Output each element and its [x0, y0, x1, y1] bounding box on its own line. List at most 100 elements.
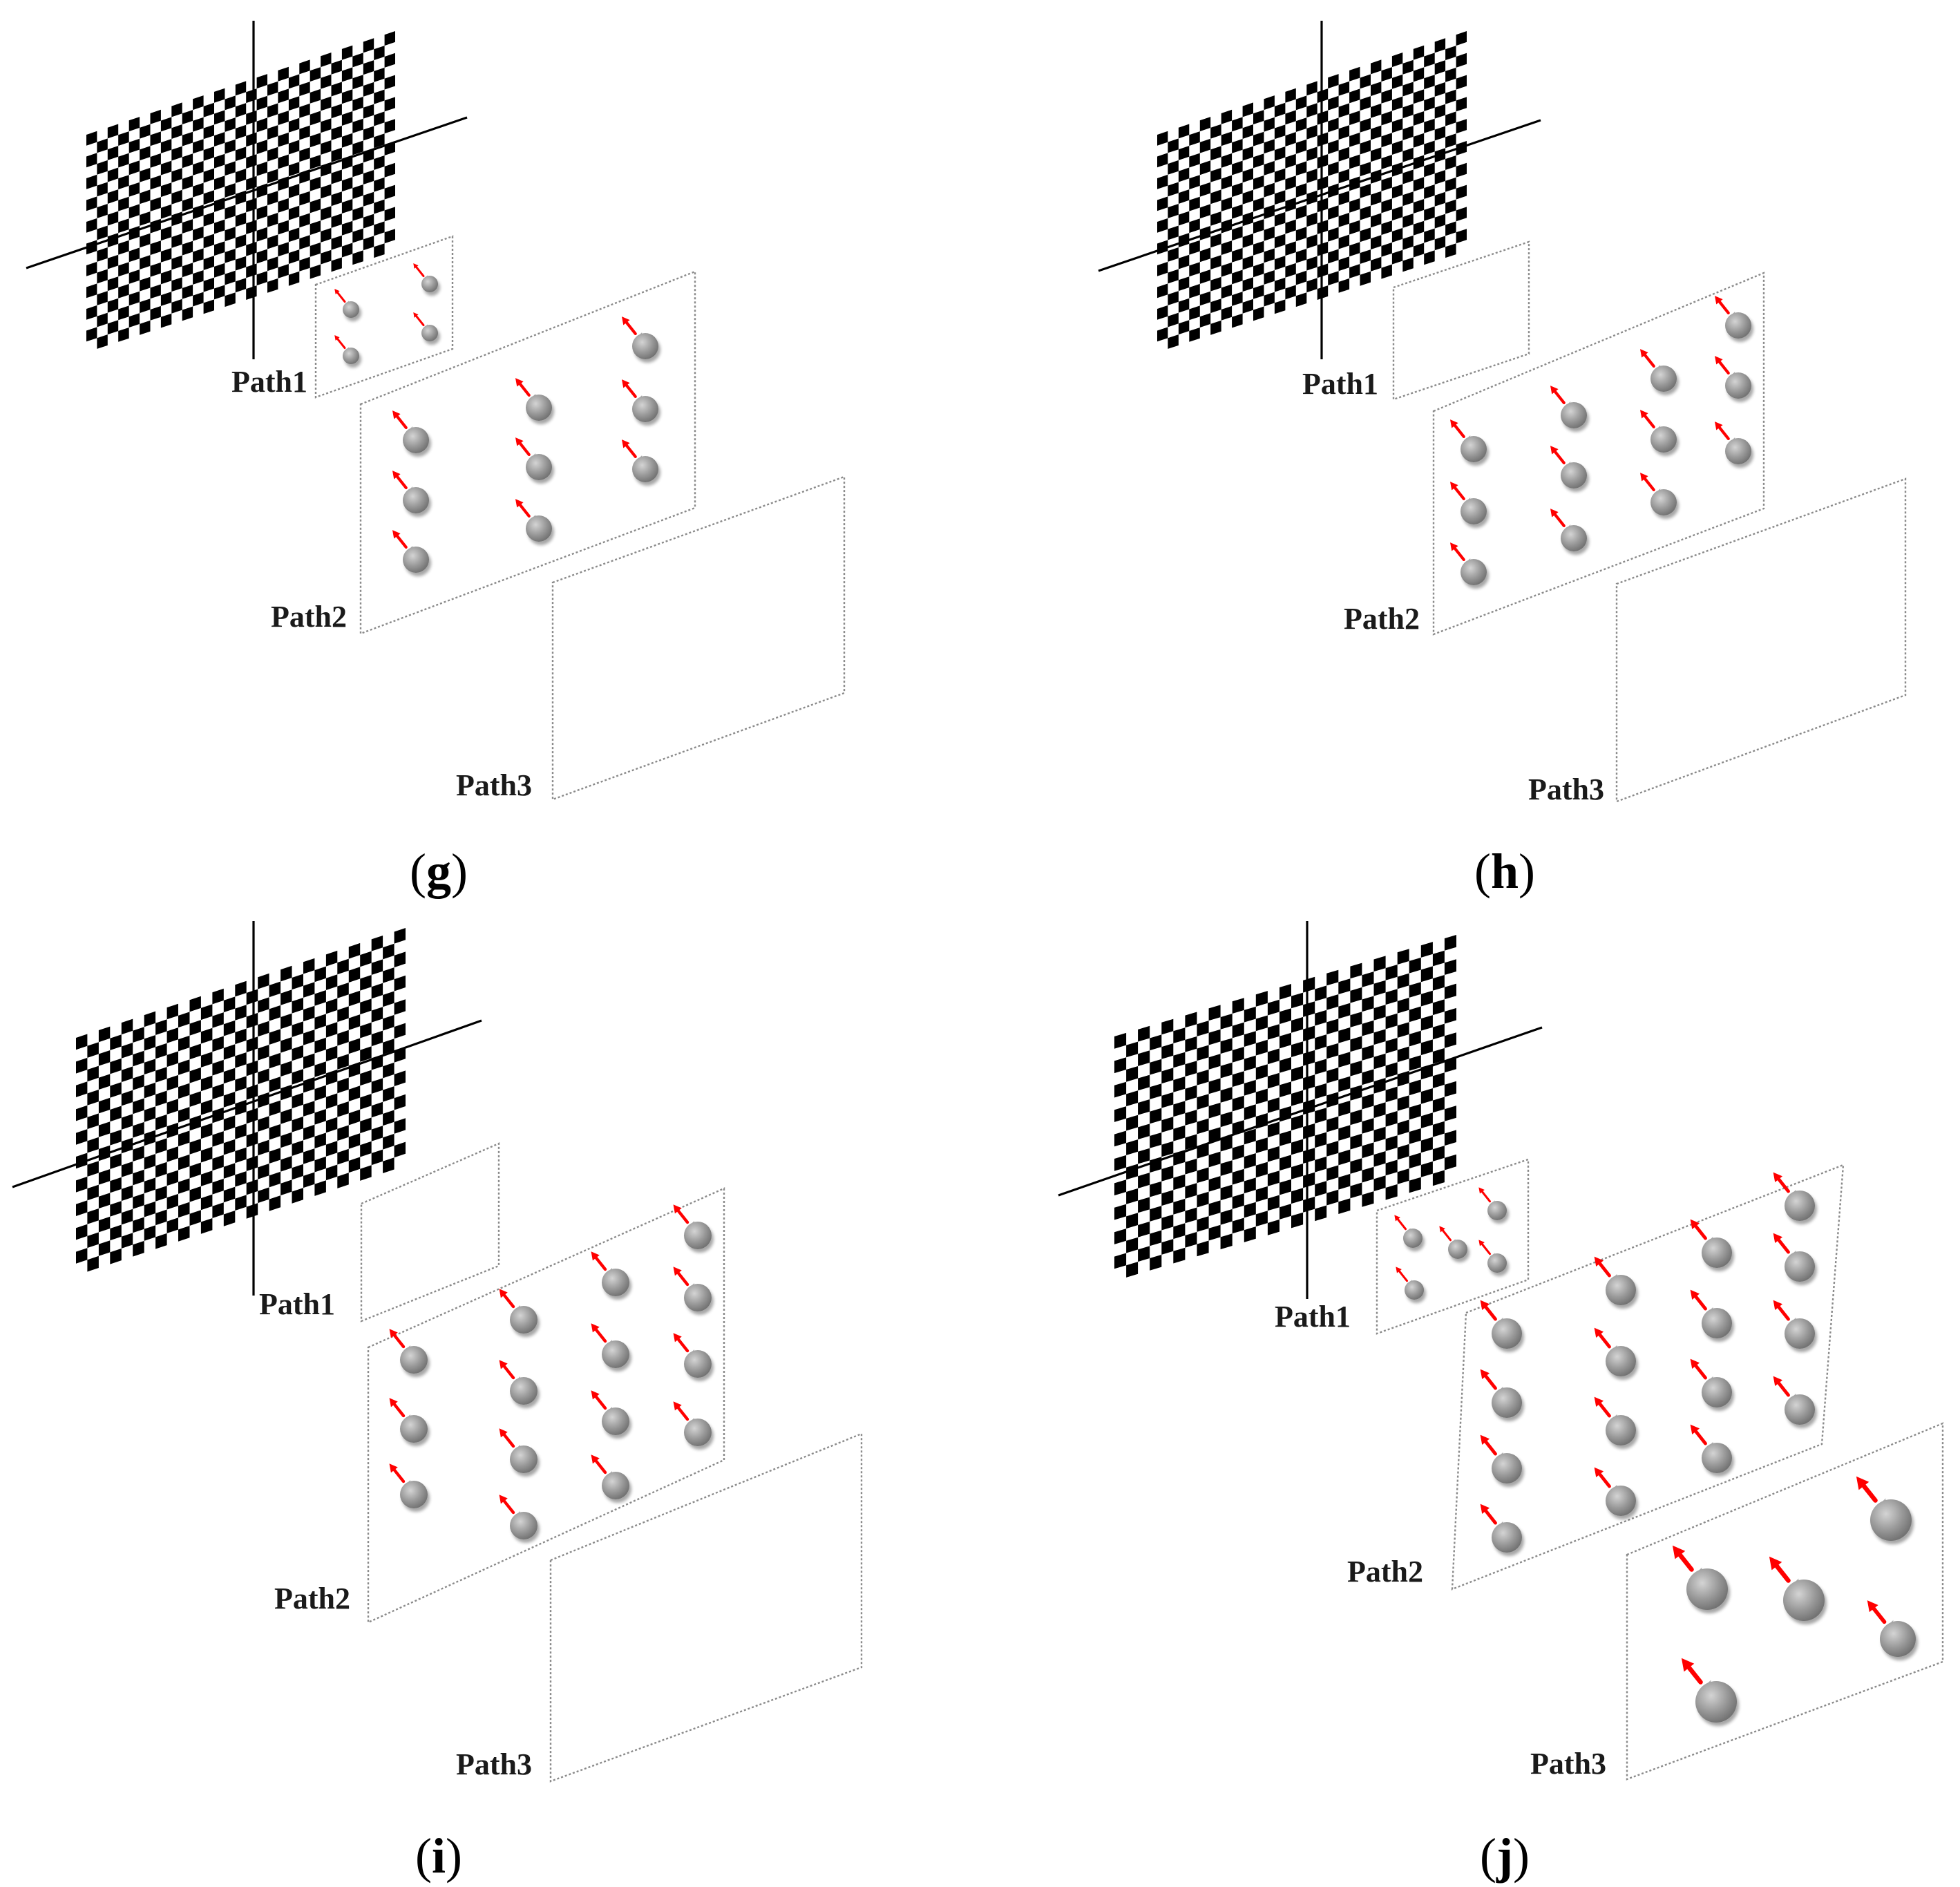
- velocity-arrow: [1773, 1233, 1790, 1254]
- particle: [499, 1289, 537, 1334]
- particle: [1715, 356, 1751, 399]
- particle: [1773, 1172, 1815, 1221]
- particle: [673, 1401, 712, 1446]
- path-plane-2: [1432, 272, 1765, 636]
- particle: [1478, 1240, 1507, 1273]
- panel-letter: g: [426, 844, 451, 899]
- velocity-arrow: [413, 263, 425, 278]
- particle: [1690, 1219, 1732, 1268]
- particle: [673, 1204, 712, 1249]
- velocity-arrow: [1550, 509, 1566, 528]
- checkerboard: [1157, 31, 1467, 349]
- particle: [622, 379, 658, 422]
- path-label: Path1: [1275, 1300, 1351, 1334]
- particle: [334, 289, 359, 318]
- particle: [392, 410, 429, 453]
- path-plane-1: [1392, 240, 1530, 401]
- particle: [1480, 1300, 1522, 1349]
- velocity-arrow: [673, 1401, 689, 1421]
- path-label: Path3: [1528, 772, 1604, 806]
- velocity-arrow: [389, 1463, 406, 1483]
- horizontal-axis: [26, 116, 468, 269]
- velocity-arrow: [1769, 1556, 1791, 1583]
- panel-caption: (i): [415, 1828, 462, 1884]
- velocity-arrow: [1450, 482, 1465, 501]
- velocity-arrow: [591, 1390, 607, 1410]
- particle: [591, 1323, 629, 1368]
- velocity-arrow: [622, 316, 637, 336]
- particle: [1773, 1233, 1815, 1282]
- particle: [1681, 1658, 1737, 1723]
- velocity-arrow: [1715, 421, 1730, 441]
- velocity-arrow: [1594, 1396, 1611, 1418]
- velocity-arrow: [1690, 1219, 1707, 1240]
- particle: [673, 1333, 712, 1378]
- velocity-arrow: [673, 1204, 689, 1224]
- velocity-arrow: [622, 439, 637, 459]
- particle: [591, 1251, 629, 1296]
- velocity-arrow: [392, 530, 408, 549]
- particle: [622, 316, 658, 359]
- panel-caption: (g): [410, 844, 468, 899]
- particle: [413, 312, 438, 341]
- particle: [389, 1398, 428, 1443]
- particle: [1478, 1187, 1507, 1220]
- particle: [389, 1329, 428, 1374]
- particle: [499, 1495, 537, 1539]
- path-plane-1: [1376, 1158, 1530, 1335]
- velocity-arrow: [591, 1251, 607, 1271]
- path-label: Path3: [1530, 1747, 1606, 1781]
- velocity-arrow: [1681, 1658, 1703, 1685]
- particle: [1715, 296, 1751, 339]
- velocity-arrow: [1480, 1369, 1497, 1390]
- velocity-arrow: [1867, 1600, 1887, 1624]
- velocity-arrow: [673, 1333, 689, 1353]
- path-label: Path1: [259, 1287, 335, 1321]
- particle: [413, 263, 438, 292]
- particle: [1594, 1327, 1636, 1376]
- velocity-arrow: [1439, 1226, 1452, 1242]
- panel-caption: (j): [1480, 1828, 1530, 1884]
- path-label: Path1: [1302, 367, 1378, 401]
- particle: [1594, 1467, 1636, 1516]
- particle: [1480, 1369, 1522, 1418]
- velocity-arrow: [1715, 356, 1730, 375]
- panel-caption: (h): [1474, 844, 1535, 899]
- path-label: Path2: [271, 600, 347, 634]
- particle: [1773, 1300, 1815, 1349]
- velocity-arrow: [673, 1267, 689, 1287]
- panel-letter: i: [432, 1828, 446, 1884]
- particle: [1867, 1600, 1916, 1657]
- velocity-arrow: [392, 410, 408, 430]
- particle: [591, 1454, 629, 1499]
- velocity-arrow: [1480, 1504, 1497, 1525]
- velocity-arrow: [1550, 386, 1566, 405]
- particle: [1640, 349, 1677, 392]
- path-plane-1: [360, 1142, 500, 1322]
- particle: [1640, 410, 1677, 453]
- velocity-arrow: [1450, 419, 1465, 439]
- velocity-arrow: [1550, 446, 1566, 465]
- path-label: Path3: [456, 768, 532, 802]
- velocity-arrow: [389, 1398, 406, 1418]
- velocity-arrow: [1478, 1187, 1492, 1203]
- velocity-arrow: [499, 1428, 515, 1448]
- velocity-arrow: [1594, 1467, 1611, 1488]
- particle: [1550, 446, 1587, 489]
- path-plane-2: [367, 1187, 725, 1624]
- particle: [1480, 1434, 1522, 1483]
- velocity-arrow: [1672, 1545, 1694, 1572]
- path-label: Path2: [1347, 1555, 1423, 1589]
- velocity-arrow: [499, 1289, 515, 1309]
- velocity-arrow: [1690, 1424, 1707, 1445]
- particle: [1394, 1215, 1423, 1248]
- velocity-arrow: [515, 378, 531, 397]
- velocity-arrow: [1640, 410, 1655, 429]
- velocity-arrow: [1856, 1476, 1878, 1503]
- velocity-arrow: [1594, 1327, 1611, 1349]
- particle: [622, 439, 658, 482]
- path-label: Path3: [456, 1747, 532, 1781]
- particle: [1715, 421, 1751, 464]
